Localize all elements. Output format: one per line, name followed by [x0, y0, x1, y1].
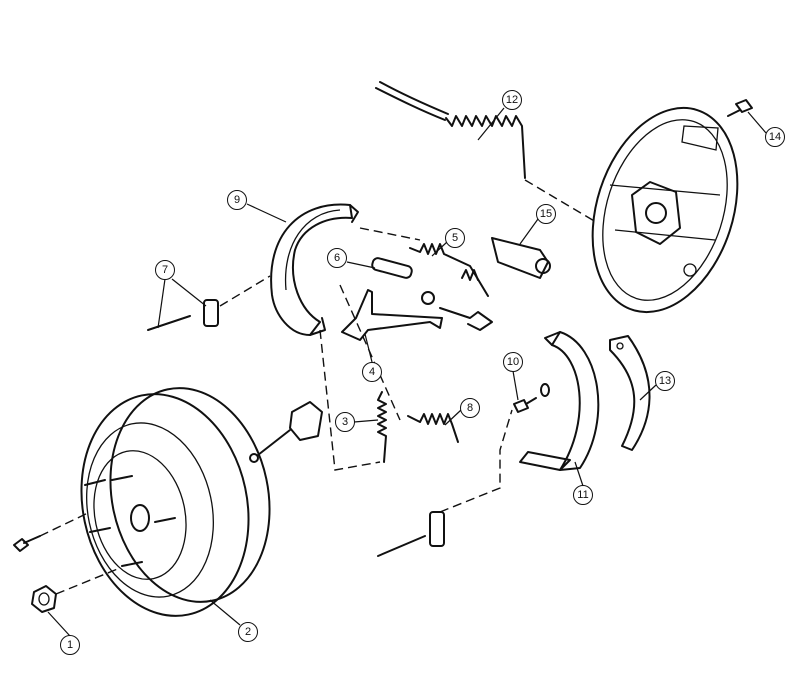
callout-8: 8 [460, 398, 480, 418]
parking-brake-lever [341, 289, 443, 341]
callout-7: 7 [155, 260, 175, 280]
wheel-cylinder [491, 237, 551, 279]
callout-3: 3 [335, 412, 355, 432]
callout-10: 10 [503, 352, 523, 372]
brake-shoe-11 [519, 331, 600, 471]
parking-brake-cable [375, 81, 526, 179]
brake-drum [80, 387, 271, 617]
return-spring-3 [377, 391, 387, 463]
callout-2: 2 [238, 622, 258, 642]
brake-lining-13 [609, 335, 651, 451]
return-spring-8 [407, 413, 459, 443]
bolt-10 [513, 383, 550, 413]
hold-down-pin-7 [147, 299, 219, 331]
hold-down-pin-lower [377, 511, 445, 557]
strut-adjuster [371, 257, 493, 331]
lug-nut [31, 585, 57, 613]
callout-15: 15 [536, 204, 556, 224]
callout-12: 12 [502, 90, 522, 110]
backing-plate [591, 106, 739, 314]
leader-lines [47, 107, 767, 637]
adjuster-plate [249, 401, 323, 463]
callout-13: 13 [655, 371, 675, 391]
callout-9: 9 [227, 190, 247, 210]
brake-shoe-9 [270, 203, 359, 336]
callout-5: 5 [445, 228, 465, 248]
callout-1: 1 [60, 635, 80, 655]
callout-4: 4 [362, 362, 382, 382]
stud-bolt [13, 535, 41, 552]
spring-5 [409, 243, 489, 297]
callout-6: 6 [327, 248, 347, 268]
backing-plate-bolt [681, 99, 753, 151]
callout-14: 14 [765, 127, 785, 147]
callout-11: 11 [573, 485, 593, 505]
